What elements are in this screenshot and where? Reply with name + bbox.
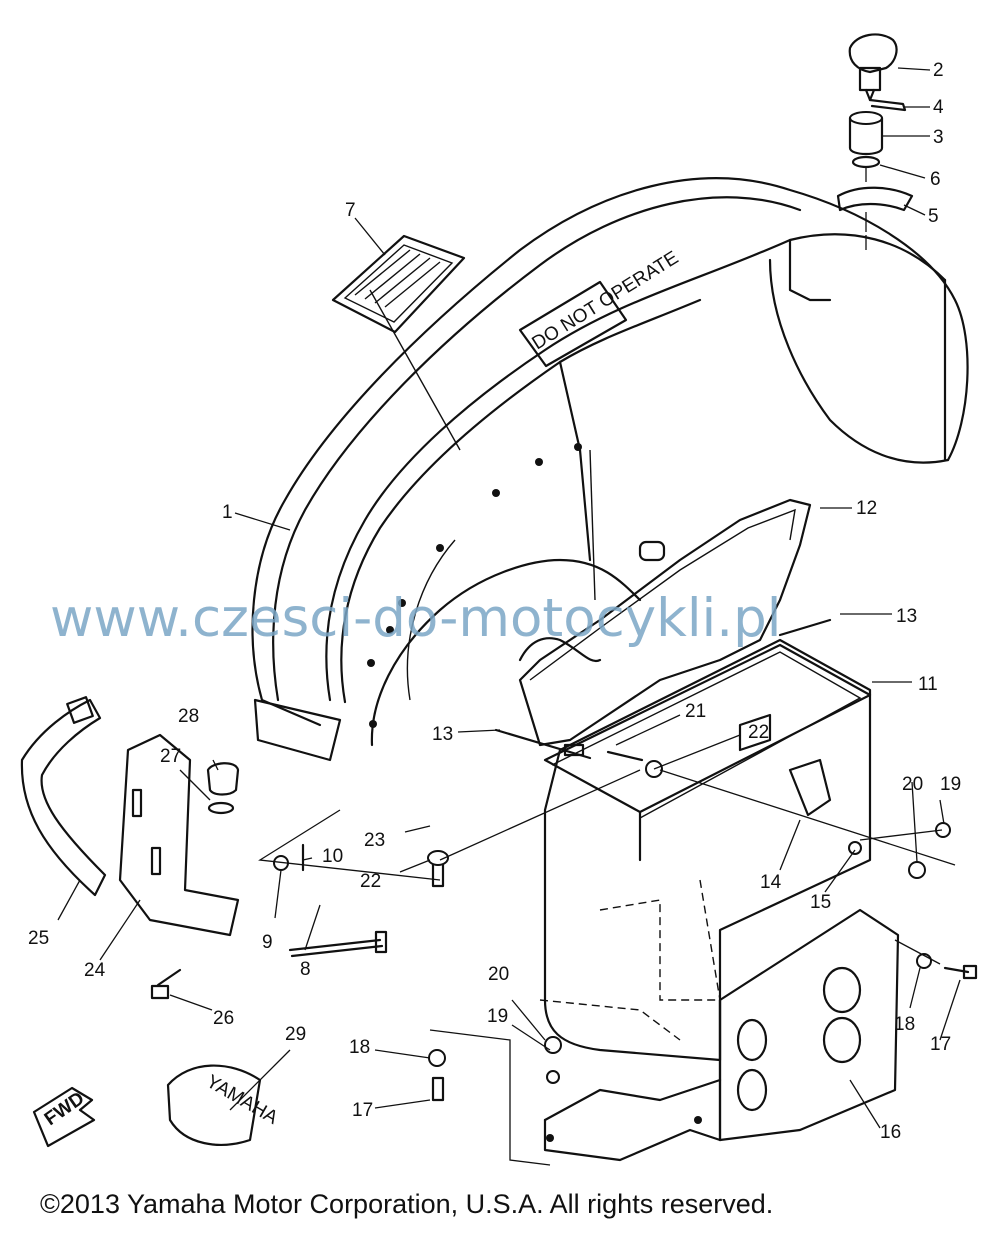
callout-13a: 13 — [896, 606, 917, 627]
callout-22b: 22 — [360, 871, 381, 892]
mounting-bracket-16 — [543, 908, 900, 1162]
saddle-case-11 — [543, 638, 872, 1062]
callout-11: 11 — [918, 674, 938, 695]
callout-10: 10 — [322, 846, 343, 867]
callout-16: 16 — [880, 1122, 901, 1143]
callout-17a: 17 — [930, 1034, 951, 1055]
callout-19a: 19 — [940, 774, 961, 795]
callout-28: 28 — [178, 706, 199, 727]
callout-4: 4 — [933, 97, 944, 118]
copyright-notice: ©2013 Yamaha Motor Corporation, U.S.A. A… — [40, 1189, 773, 1219]
callout-13b: 13 — [432, 724, 453, 745]
assembly-lines — [258, 235, 956, 1166]
callout-2: 2 — [933, 60, 944, 81]
fasteners — [150, 750, 978, 1102]
callout-18a: 18 — [894, 1014, 915, 1035]
callout-18b: 18 — [349, 1037, 370, 1058]
callout-1: 1 — [222, 502, 233, 523]
callout-3: 3 — [933, 127, 944, 148]
callout-17b: 17 — [352, 1100, 373, 1121]
callout-25: 25 — [28, 928, 49, 949]
bag-text: YAMAHA — [203, 1071, 282, 1129]
callout-numbers: 1 2 3 4 5 6 7 8 9 10 11 12 13 13 14 15 1… — [28, 60, 961, 1143]
callout-23: 23 — [364, 830, 385, 851]
callout-27: 27 — [160, 746, 181, 767]
callout-9: 9 — [262, 932, 273, 953]
caution-label — [331, 234, 466, 334]
callout-24: 24 — [84, 960, 106, 981]
gasket-12 — [518, 449, 812, 747]
callout-19b: 19 — [487, 1006, 508, 1027]
callout-20b: 20 — [488, 964, 509, 985]
callout-20a: 20 — [902, 774, 923, 795]
callout-26: 26 — [213, 1008, 234, 1029]
rod-13a — [494, 728, 592, 760]
rod-13b — [778, 618, 832, 637]
tool-bag-29: YAMAHA — [166, 1064, 282, 1146]
warning-plate: DO NOT OPERATE — [518, 247, 682, 368]
callout-8: 8 — [300, 959, 311, 980]
fwd-arrow: FWD — [32, 1086, 96, 1148]
leader-lines — [57, 67, 961, 1129]
callout-7: 7 — [345, 200, 356, 221]
callout-5: 5 — [928, 206, 939, 227]
callout-14: 14 — [760, 872, 782, 893]
callout-15: 15 — [810, 892, 831, 913]
callout-22a: 22 — [748, 722, 769, 743]
callout-21: 21 — [685, 701, 706, 722]
watermark: www.czesci-do-motocykli.pl — [50, 588, 782, 649]
callout-12: 12 — [856, 498, 877, 519]
rear-fender-cover — [251, 177, 969, 762]
callout-6: 6 — [930, 169, 941, 190]
lock-assembly — [836, 33, 914, 232]
strap-and-bracket — [20, 696, 240, 937]
callout-29: 29 — [285, 1024, 306, 1045]
